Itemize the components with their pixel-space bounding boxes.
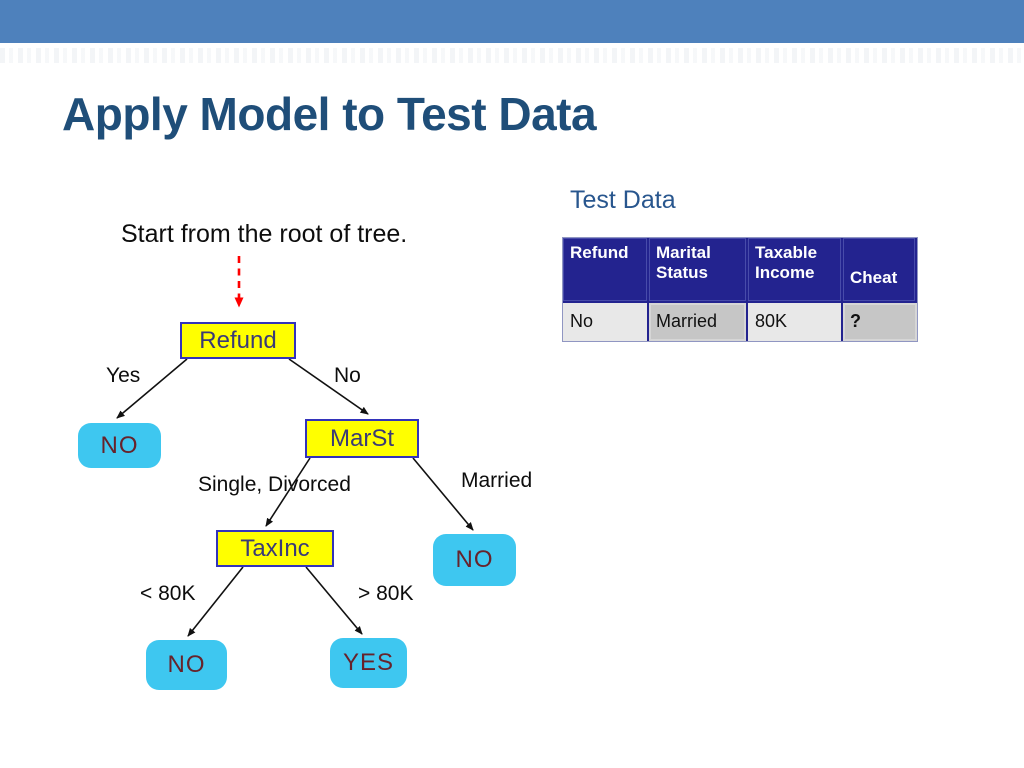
branch-label-married: Married xyxy=(461,469,533,492)
leaf-node-yes-above-80k: YES xyxy=(330,638,407,688)
slide-header-band xyxy=(0,0,1024,43)
decision-node-marst: MarSt xyxy=(305,419,419,458)
edge-taxinc-low xyxy=(187,566,244,637)
branch-label-no: No xyxy=(334,364,361,387)
branch-label-single-divorced: Single, Divorced xyxy=(198,473,351,496)
table-cell-refund: No xyxy=(563,301,649,341)
decorative-texture-strip xyxy=(0,48,1024,63)
leaf-node-no-refund-yes: NO xyxy=(78,423,161,468)
table-cell-taxable-income: 80K xyxy=(748,301,843,341)
column-header-cheat: Cheat xyxy=(843,238,917,301)
table-cell-marital-status: Married xyxy=(649,301,748,341)
column-header-taxable-income: Taxable Income xyxy=(748,238,843,301)
test-data-table: Refund Marital Status Taxable Income Che… xyxy=(562,237,918,342)
table-cell-cheat: ? xyxy=(843,301,917,341)
page-title: Apply Model to Test Data xyxy=(62,88,597,140)
leaf-node-no-below-80k: NO xyxy=(146,640,227,690)
branch-label-above-80k: > 80K xyxy=(358,582,414,605)
branch-label-below-80k: < 80K xyxy=(140,582,196,605)
branch-label-yes: Yes xyxy=(106,364,141,387)
start-annotation: Start from the root of tree. xyxy=(121,220,408,248)
test-data-heading: Test Data xyxy=(570,186,676,214)
decision-node-refund: Refund xyxy=(180,322,296,359)
column-header-marital-status: Marital Status xyxy=(649,238,748,301)
edge-taxinc-high xyxy=(305,566,363,635)
decision-node-taxinc: TaxInc xyxy=(216,530,334,567)
leaf-node-no-married: NO xyxy=(433,534,516,586)
column-header-refund: Refund xyxy=(563,238,649,301)
